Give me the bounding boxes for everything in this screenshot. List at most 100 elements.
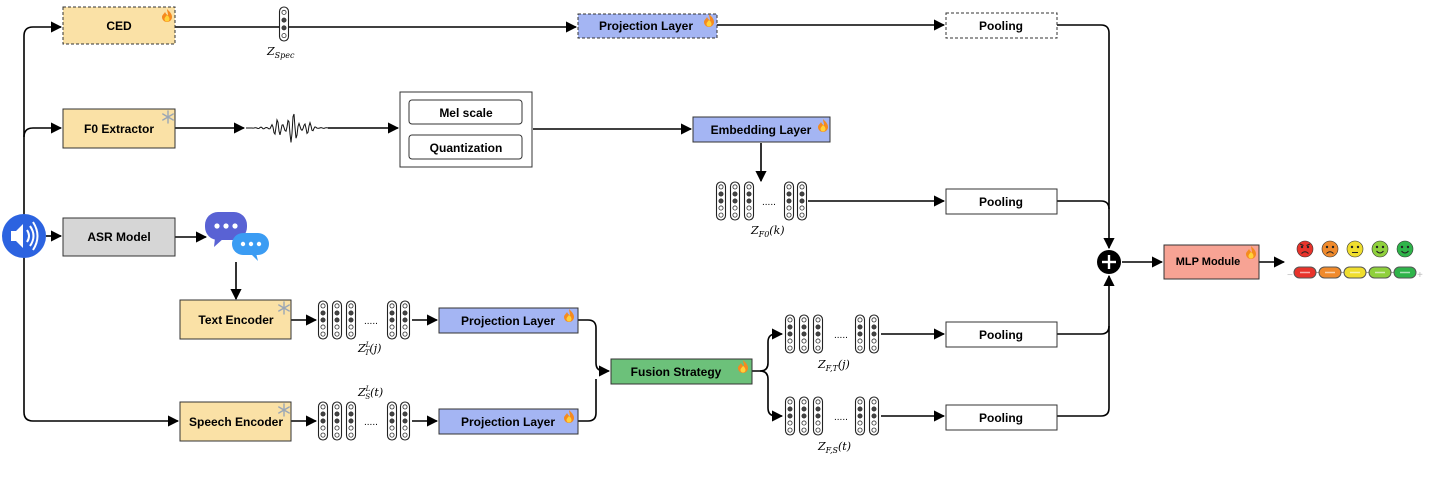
- vector-column: [812, 396, 824, 436]
- f0-waveform: [246, 113, 329, 143]
- neutral-face-icon: [1346, 240, 1364, 258]
- ellipsis-speech: .....: [364, 417, 378, 428]
- projection-speech-label: Projection Layer: [461, 415, 555, 429]
- very-happy-face-icon: [1396, 240, 1414, 258]
- text-encoder-block: Text Encoder: [179, 299, 292, 340]
- angry-scale-segment: [1293, 266, 1317, 279]
- speech-encoder-block: Speech Encoder: [179, 401, 292, 442]
- sad-face-icon: [1321, 240, 1339, 258]
- ced-label: CED: [106, 19, 132, 33]
- vector-column: [345, 300, 357, 340]
- pooling-3-label: Pooling: [979, 328, 1023, 342]
- mel-quant-group: Mel scale Quantization: [399, 91, 533, 168]
- projection-top-label: Projection Layer: [599, 19, 693, 33]
- pooling-4-label: Pooling: [979, 411, 1023, 425]
- feature-vectors: [278, 6, 880, 441]
- vector-column: [798, 314, 810, 354]
- vector-column: [854, 396, 866, 436]
- mel-scale-block: [408, 99, 523, 125]
- vector-column: [386, 401, 398, 441]
- edges: [23, 19, 1286, 427]
- quantization-label: Quantization: [430, 141, 503, 155]
- f0-extractor-block: F0 Extractor: [62, 108, 176, 149]
- ellipsis-ft: .....: [834, 330, 848, 341]
- vector-column: [783, 181, 795, 221]
- vector-column: [868, 314, 880, 354]
- speech-encoder-label: Speech Encoder: [189, 415, 283, 429]
- vector-column: [399, 300, 411, 340]
- vector-column: [784, 396, 796, 436]
- edge-fusion-ft: [752, 328, 784, 372]
- ellipsis-text: .....: [364, 316, 378, 327]
- vector-column: [278, 6, 290, 42]
- quantization-block: [408, 134, 523, 160]
- pooling-block-2: Pooling: [945, 188, 1058, 215]
- vector-column: [729, 181, 741, 221]
- pooling-1-label: Pooling: [979, 19, 1023, 33]
- fusion-strategy-block: Fusion Strategy: [610, 358, 753, 385]
- sad-scale-segment: [1318, 266, 1342, 279]
- vector-column: [784, 314, 796, 354]
- edge-pool3-sum: [1057, 325, 1110, 335]
- vector-column: [317, 401, 329, 441]
- plus-circle-icon: [1097, 250, 1121, 274]
- edge-to-f0: [23, 122, 63, 138]
- edge-proj-fusion-t: [578, 319, 611, 377]
- very-happy-scale-segment: [1393, 266, 1417, 279]
- fusion-strategy-label: Fusion Strategy: [631, 365, 722, 379]
- vector-column: [854, 314, 866, 354]
- projection-layer-top: Projection Layer: [577, 13, 718, 39]
- happy-face-icon: [1371, 240, 1389, 258]
- neutral-scale-segment: [1343, 266, 1367, 279]
- vector-column: [331, 300, 343, 340]
- edge-pool2-sum: [1057, 200, 1110, 210]
- vector-column: [812, 314, 824, 354]
- projection-layer-speech: Projection Layer: [438, 408, 579, 435]
- edge-to-speech: [23, 235, 180, 427]
- vector-column: [331, 401, 343, 441]
- ced-block: CED: [62, 6, 176, 45]
- embedding-layer-label: Embedding Layer: [711, 123, 812, 137]
- ellipsis-fs: .....: [834, 412, 848, 423]
- mlp-module-label: MLP Module: [1176, 256, 1241, 268]
- label-z-spec: ZSpec: [266, 45, 295, 60]
- speaker-icon: [2, 214, 46, 258]
- asr-model-block: ASR Model: [62, 217, 176, 257]
- f0-extractor-label: F0 Extractor: [84, 122, 154, 136]
- embedding-layer-block: Embedding Layer: [692, 116, 831, 143]
- vector-column: [743, 181, 755, 221]
- text-encoder-label: Text Encoder: [198, 313, 273, 327]
- ellipsis-f0: .....: [762, 197, 776, 208]
- vector-column: [345, 401, 357, 441]
- vector-column: [317, 300, 329, 340]
- edge-trunk: [23, 21, 63, 235]
- pooling-2-label: Pooling: [979, 195, 1023, 209]
- projection-text-label: Projection Layer: [461, 314, 555, 328]
- projection-layer-text: Projection Layer: [438, 307, 579, 334]
- mel-scale-label: Mel scale: [439, 106, 493, 120]
- label-z-fs: ZF,S(t): [817, 440, 851, 455]
- pooling-block-4: Pooling: [945, 404, 1058, 431]
- label-z-f0: ZF0(k): [750, 224, 785, 239]
- label-z-ft: ZF,T(j): [817, 358, 850, 373]
- emotion-output: [1293, 240, 1417, 279]
- vector-column: [399, 401, 411, 441]
- scale-minus: −: [1287, 270, 1293, 281]
- chat-bubbles-icon: [205, 212, 269, 261]
- asr-model-label: ASR Model: [87, 230, 150, 244]
- happy-scale-segment: [1368, 266, 1392, 279]
- scale-plus: +: [1417, 270, 1423, 281]
- edge-pool1-sum: [1057, 24, 1115, 250]
- mlp-module-block: MLP Module: [1163, 244, 1260, 280]
- angry-face-icon: [1296, 240, 1314, 258]
- edge-fusion-fs: [759, 370, 784, 422]
- vector-column: [796, 181, 808, 221]
- vector-column: [798, 396, 810, 436]
- pooling-block-1: Pooling: [945, 12, 1058, 39]
- vector-column: [386, 300, 398, 340]
- pooling-block-3: Pooling: [945, 321, 1058, 348]
- edge-pool4-sum: [1057, 274, 1115, 417]
